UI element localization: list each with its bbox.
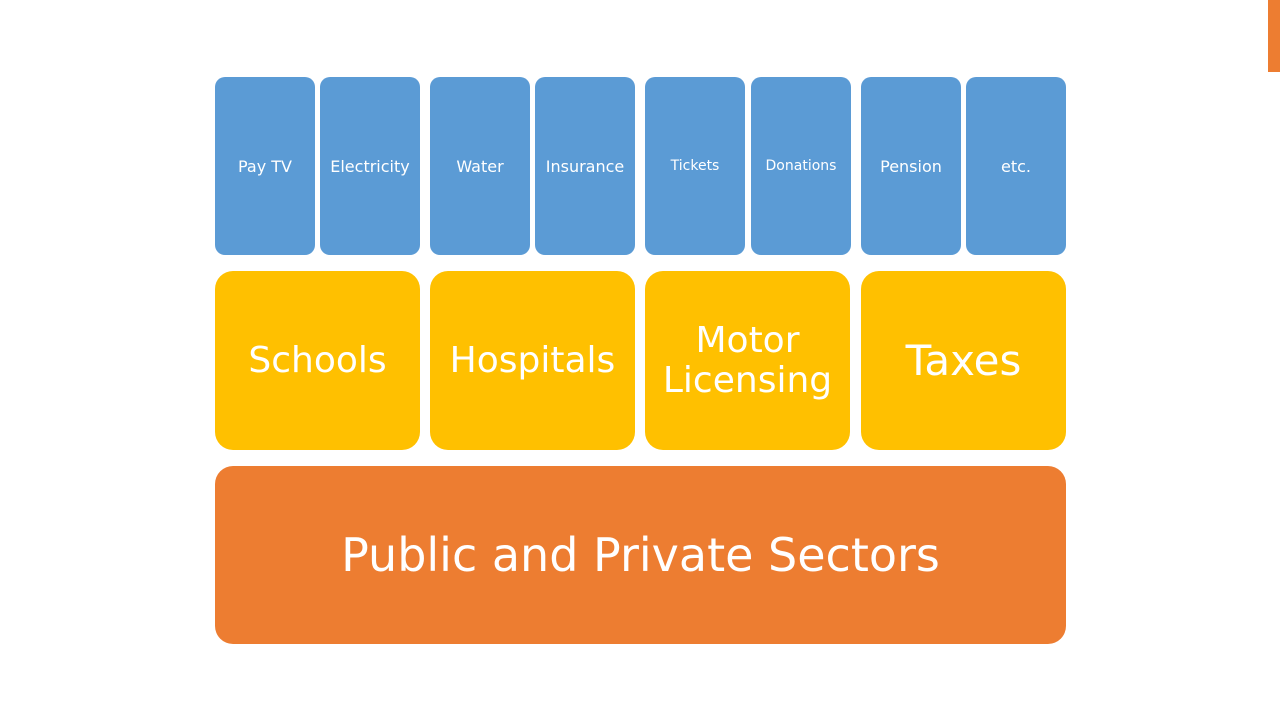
service-label: Insurance [545, 156, 625, 176]
category-label: Taxes [905, 335, 1022, 385]
service-box-etc: etc. [966, 77, 1066, 255]
service-box-tickets: Tickets [645, 77, 745, 255]
category-box-hospitals: Hospitals [430, 271, 635, 450]
service-label: Tickets [670, 158, 720, 174]
service-box-electricity: Electricity [320, 77, 420, 255]
category-box-taxes: Taxes [861, 271, 1066, 450]
category-label: Hospitals [449, 339, 616, 381]
service-label: Pay TV [237, 156, 292, 176]
service-label: Donations [765, 158, 837, 174]
service-box-donations: Donations [751, 77, 851, 255]
category-box-motor-licensing: Motor Licensing [645, 271, 850, 450]
service-label: Water [456, 156, 504, 176]
service-label: Pension [880, 156, 942, 176]
service-box-insurance: Insurance [535, 77, 635, 255]
category-label: Schools [248, 339, 387, 381]
category-label: Motor Licensing [662, 319, 833, 401]
sector-label: Public and Private Sectors [341, 528, 940, 582]
category-box-schools: Schools [215, 271, 420, 450]
service-box-pay-tv: Pay TV [215, 77, 315, 255]
service-box-pension: Pension [861, 77, 961, 255]
service-label: etc. [1001, 156, 1031, 176]
accent-bar [1268, 0, 1280, 72]
service-label: Electricity [330, 156, 410, 176]
service-box-water: Water [430, 77, 530, 255]
sector-box: Public and Private Sectors [215, 466, 1066, 644]
